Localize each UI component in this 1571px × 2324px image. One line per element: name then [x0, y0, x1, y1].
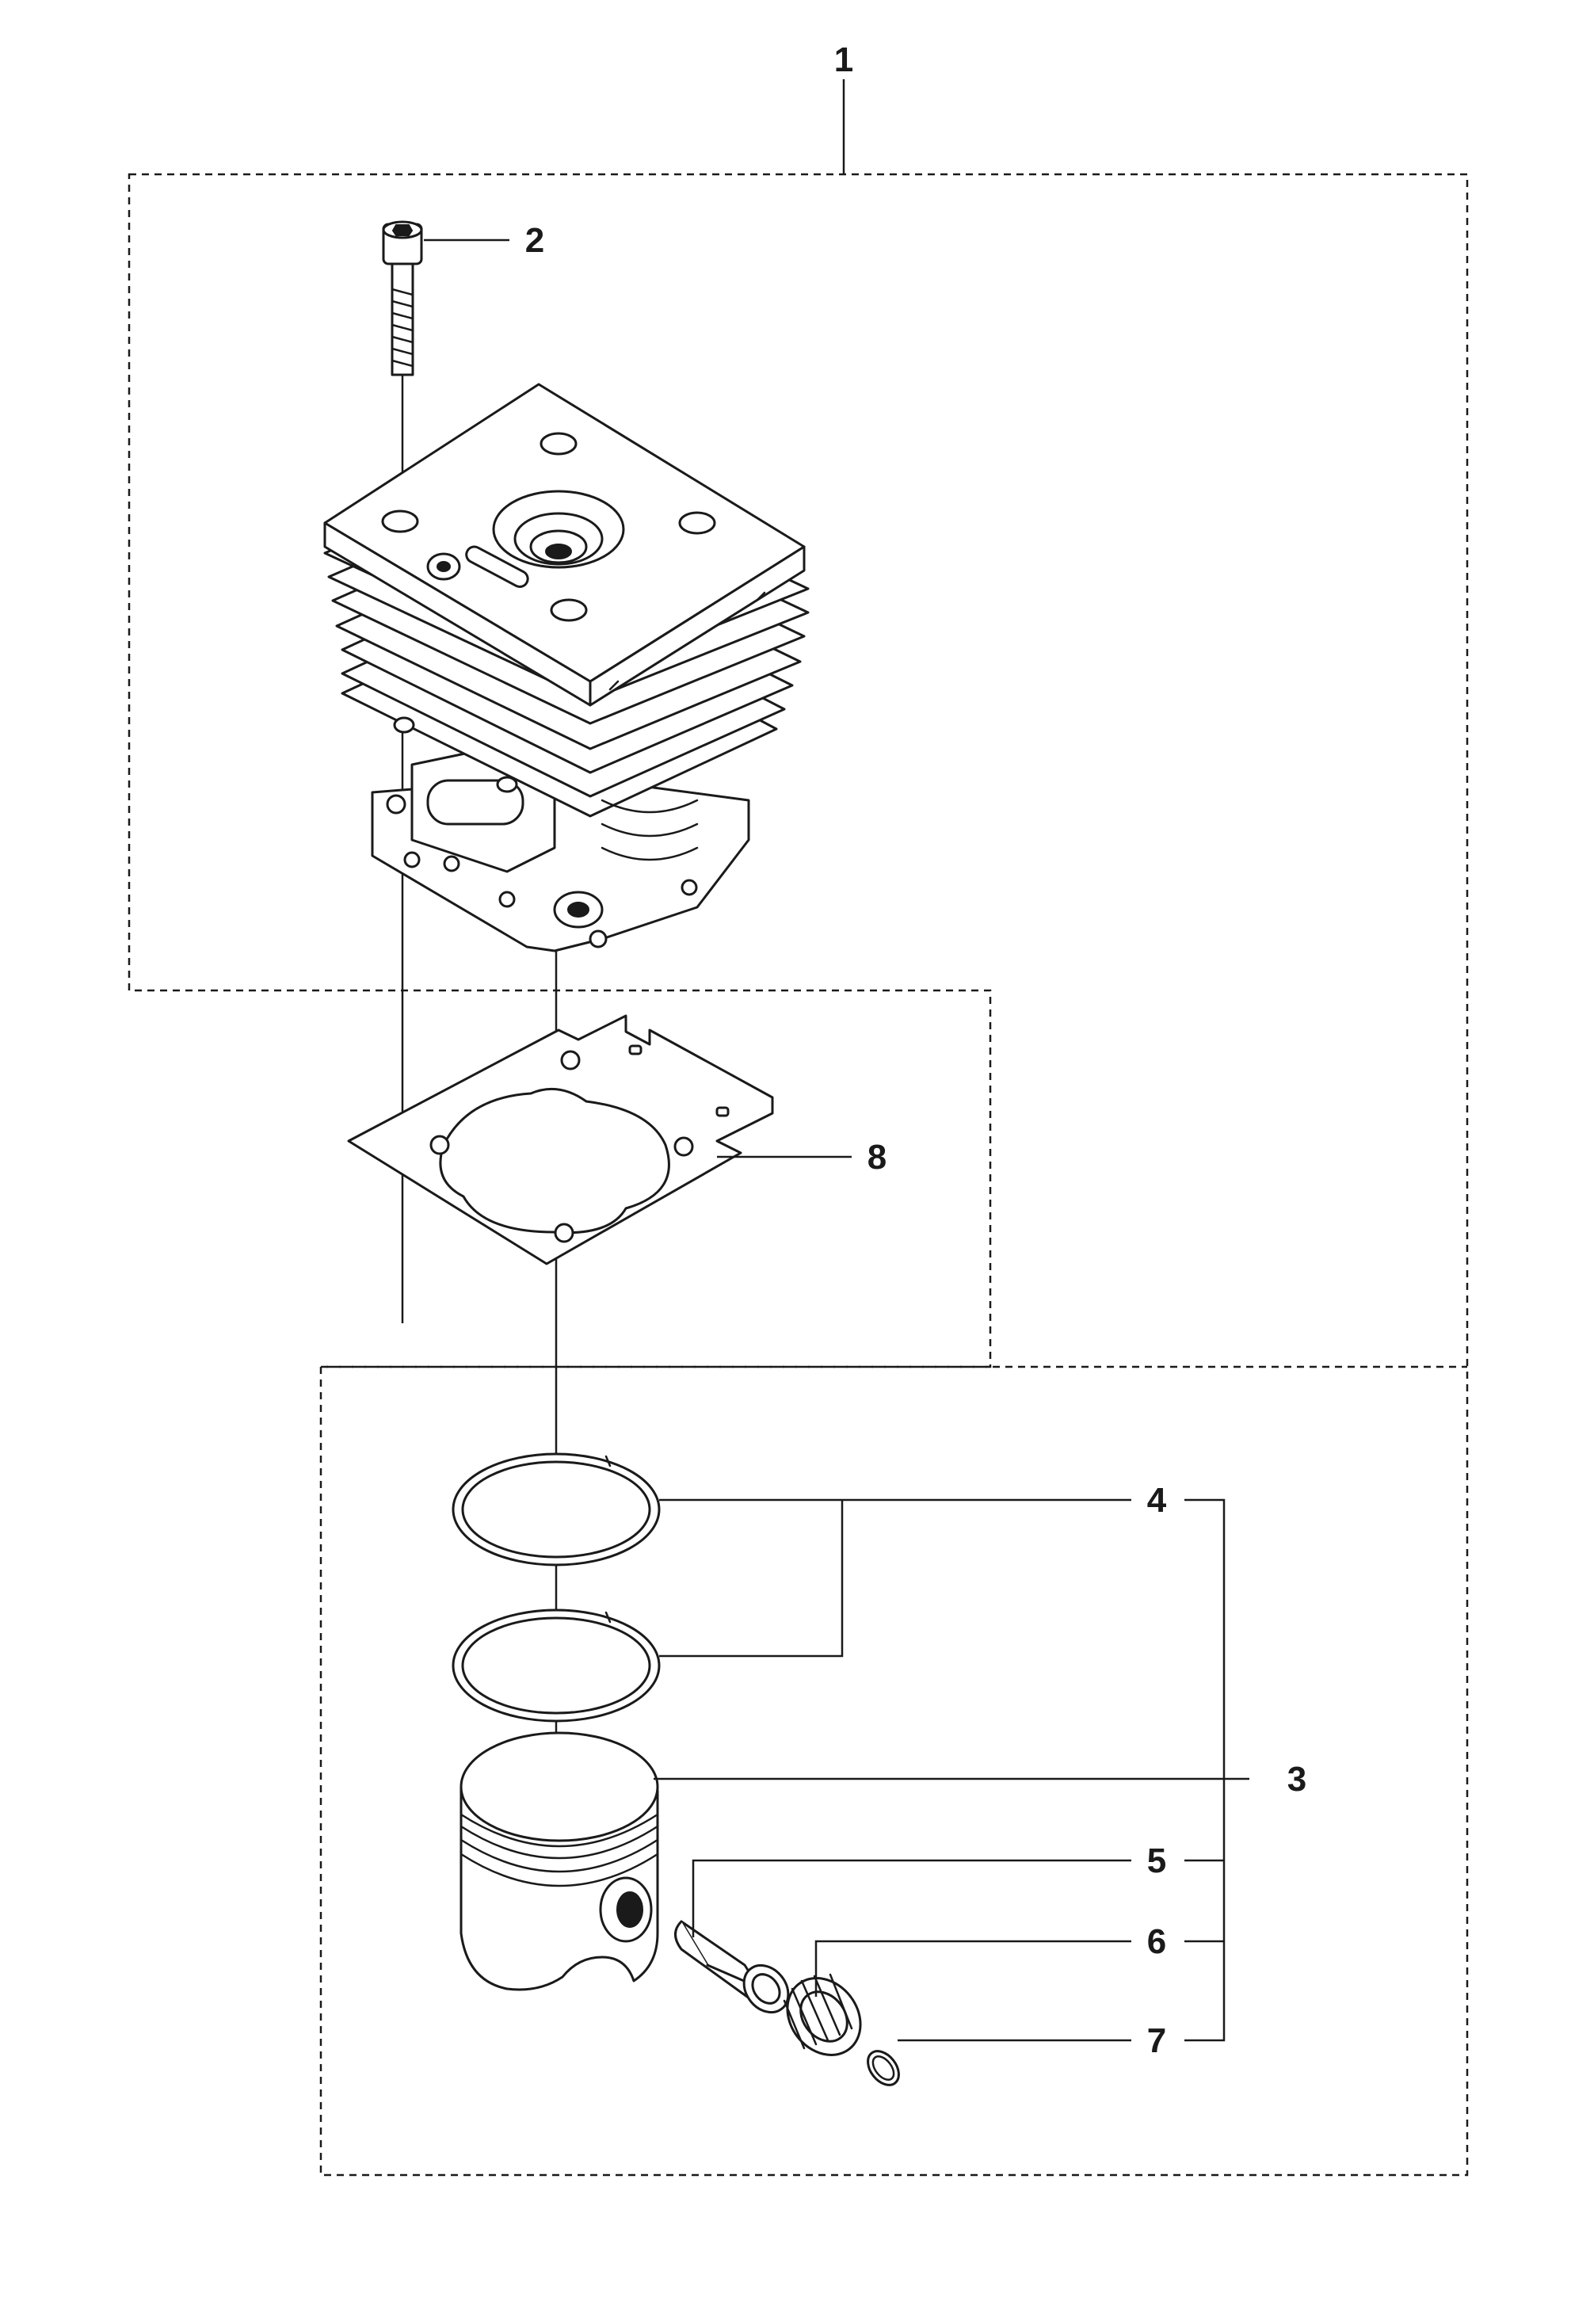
callout-1: 1 — [834, 40, 853, 79]
leader-line-4 — [659, 1498, 1131, 1658]
piston-ring-lower-part — [452, 1608, 661, 1723]
needle-bearing-part — [783, 1973, 862, 2056]
assembly-1-boundary — [128, 173, 1469, 2177]
callout-7: 7 — [1147, 2021, 1166, 2060]
callout-8: 8 — [867, 1138, 887, 1177]
callout-6: 6 — [1147, 1922, 1166, 1961]
piston-pin-part — [674, 1920, 790, 2014]
callout-4: 4 — [1147, 1481, 1167, 1520]
circlip-part — [867, 2050, 900, 2086]
leader-line-5 — [692, 1859, 1131, 1937]
piston-part — [459, 1731, 659, 1991]
cap-screw-part — [382, 220, 423, 376]
leader-line-6 — [814, 1940, 1131, 1997]
callout-3: 3 — [1287, 1760, 1306, 1799]
cylinder-part — [323, 383, 810, 952]
kit-bracket — [1184, 1498, 1226, 2042]
piston-ring-upper-part — [452, 1452, 661, 1567]
cylinder-gasket-part — [347, 1014, 774, 1265]
callout-2: 2 — [525, 221, 544, 260]
callout-5: 5 — [1147, 1841, 1166, 1880]
